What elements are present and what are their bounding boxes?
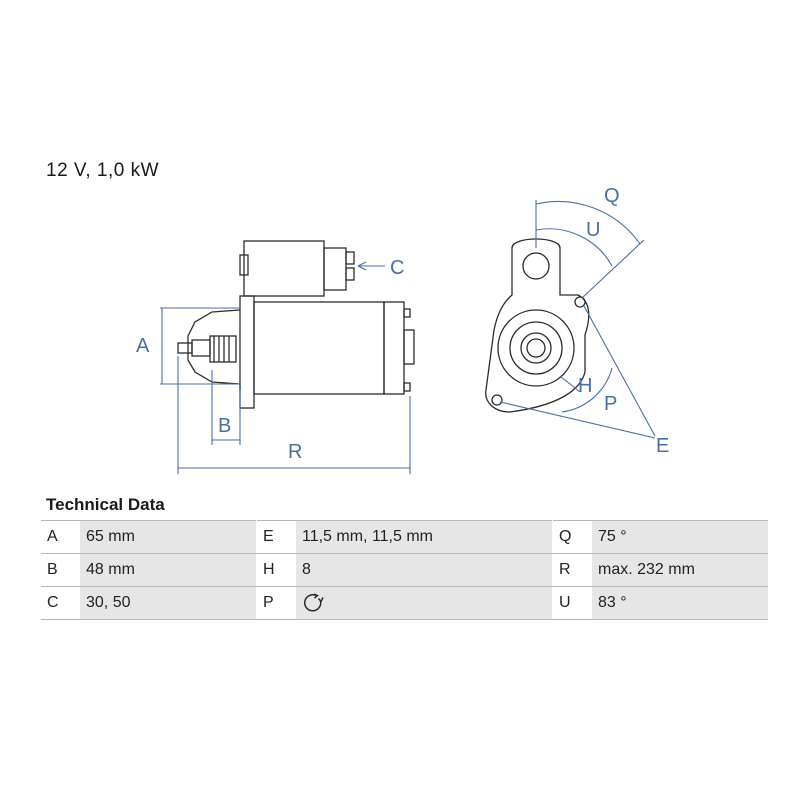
spec-key: P [256, 586, 296, 620]
mounting-flange [239, 295, 255, 409]
spec-value: 65 mm [80, 520, 257, 554]
end-view-housing [497, 309, 575, 387]
label-H: H [578, 375, 592, 397]
spec-key: U [552, 586, 592, 620]
clockwise-rotation-icon [303, 593, 324, 612]
table-row: A 65 mm E 11,5 mm, 11,5 mm Q 75 ° [41, 520, 768, 554]
spec-value: 11,5 mm, 11,5 mm [296, 520, 553, 554]
side-mount-hole [574, 296, 586, 308]
spec-key: E [256, 520, 296, 554]
technical-data-title: Technical Data [46, 495, 165, 514]
label-Q: Q [604, 185, 620, 207]
spec-key: C [41, 586, 80, 620]
spec-headline: 12 V, 1,0 kW [46, 160, 160, 181]
spec-value: 30, 50 [80, 586, 257, 620]
solenoid-cap [323, 247, 347, 291]
spec-value: max. 232 mm [592, 553, 768, 587]
table-row: C 30, 50 P U 83 ° [41, 586, 768, 620]
label-B: B [218, 415, 231, 437]
label-R: R [288, 441, 302, 463]
top-mount-hole [522, 252, 550, 280]
table-row: B 48 mm H 8 R max. 232 mm [41, 553, 768, 587]
label-U: U [586, 219, 600, 241]
motor-housing [253, 301, 385, 395]
spec-value-rotation [296, 586, 553, 620]
pinion-gear [209, 335, 237, 363]
spec-key: Q [552, 520, 592, 554]
drive-nose [187, 309, 241, 385]
spec-key: H [256, 553, 296, 587]
label-A: A [136, 335, 150, 357]
spec-key: B [41, 553, 80, 587]
spec-value: 48 mm [80, 553, 257, 587]
spec-key: R [552, 553, 592, 587]
label-E: E [656, 435, 669, 457]
spec-value: 75 ° [592, 520, 768, 554]
spec-key: A [41, 520, 80, 554]
label-P: P [604, 393, 617, 415]
end-view-bore [509, 321, 563, 375]
spec-value: 83 ° [592, 586, 768, 620]
technical-data-table: A 65 mm E 11,5 mm, 11,5 mm Q 75 ° B 48 m… [41, 520, 768, 620]
spec-value: 8 [296, 553, 553, 587]
end-cap [383, 301, 405, 395]
bottom-mount-hole [491, 394, 503, 406]
solenoid-body [243, 240, 325, 297]
label-C: C [390, 257, 404, 279]
end-view-plate [485, 238, 590, 413]
